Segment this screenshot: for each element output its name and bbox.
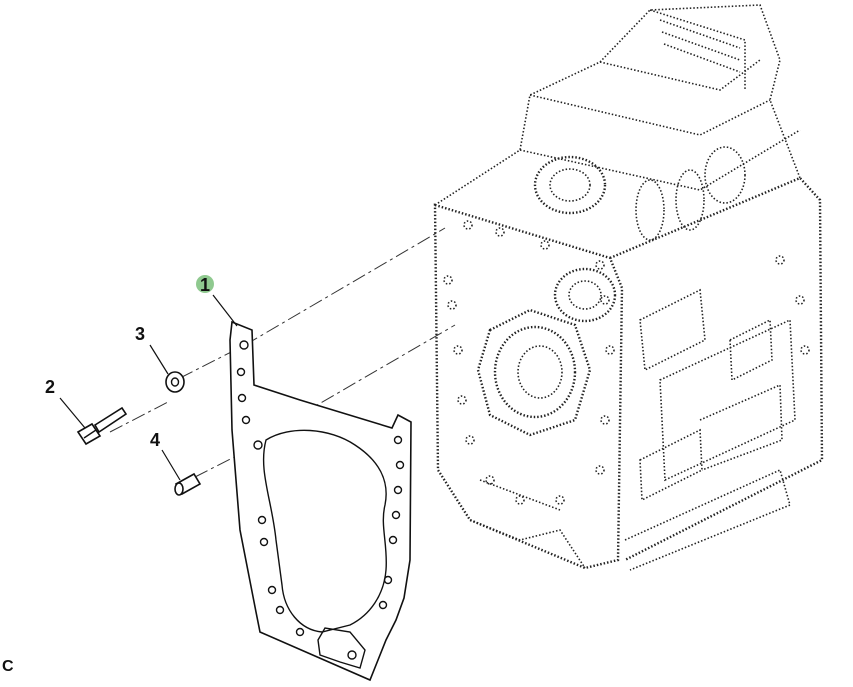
callout-4[interactable]: 4 (150, 430, 160, 450)
callout-1-highlight (196, 275, 214, 293)
dowel-pin-part[interactable] (174, 472, 202, 496)
callouts: 1 2 3 4 (45, 275, 214, 450)
callout-2[interactable]: 2 (45, 377, 55, 397)
gasket-part[interactable] (229, 320, 412, 682)
leader-lines (59, 294, 238, 481)
corner-label: C (2, 658, 14, 675)
callout-3[interactable]: 3 (135, 324, 145, 344)
callout-1[interactable]: 1 (200, 275, 210, 295)
washer-part[interactable] (165, 371, 185, 393)
bolt-part[interactable] (76, 406, 128, 446)
transmission-housing (433, 4, 824, 571)
